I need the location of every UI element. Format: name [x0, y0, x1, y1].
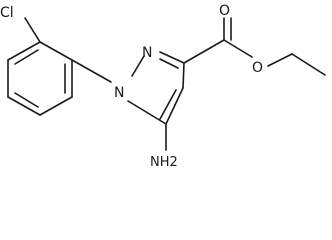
- bond-c4-c5: [7, 96, 41, 116]
- bond-n2-c3-double: [159, 58, 179, 69]
- bond-c3-c4: [182, 62, 185, 89]
- bond-n1-n2: [131, 55, 145, 77]
- bond-c3-c4: [39, 96, 73, 116]
- double-bond-inner-3: [14, 92, 39, 108]
- bond-c5-n1: [127, 100, 167, 125]
- atom-o-ester-label: O: [252, 60, 263, 76]
- atom-o-carbonyl-label: O: [219, 3, 230, 19]
- atom-n2-label: N: [142, 45, 152, 61]
- bond-o-ch2: [267, 53, 293, 67]
- pyrazole-ring: [127, 51, 185, 125]
- bond-carbonyl-o-ester: [223, 39, 253, 58]
- benzene-ring: [7, 41, 73, 116]
- atom-n1-label: N: [114, 85, 124, 101]
- atom-cl-label: Cl: [0, 5, 14, 21]
- bond-c1-cl: [24, 17, 41, 43]
- bond-n2-c3: [159, 51, 185, 64]
- bond-c4-c5-double: [159, 89, 177, 120]
- bond-c1-c2: [39, 41, 73, 61]
- double-bond-inner-1: [14, 49, 39, 65]
- bond-c6-c1: [7, 41, 41, 61]
- chemical-structure-diagram: Cl N N O O NH2: [0, 3, 326, 170]
- bond-ch2-ch3: [291, 53, 326, 76]
- bond-aryl-n1: [71, 59, 112, 83]
- bond-c4-c5: [165, 87, 184, 125]
- atom-nh2-label: NH2: [150, 155, 178, 170]
- structure-canvas: Cl N N O O NH2: [0, 3, 326, 170]
- bond-c3-carbonyl: [183, 39, 225, 64]
